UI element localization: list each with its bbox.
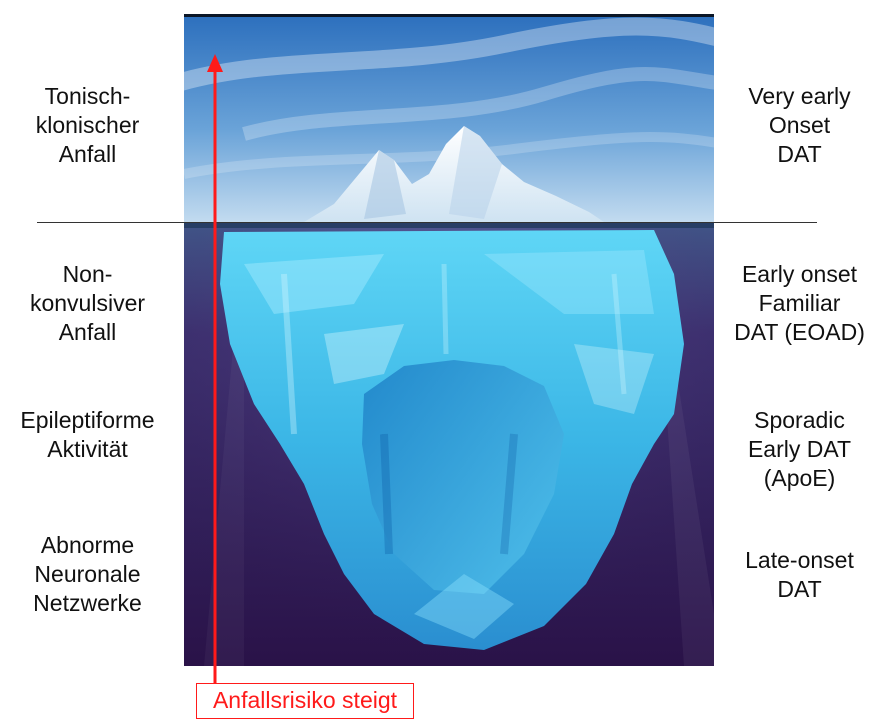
label-very-early-onset-dat: Very early Onset DAT <box>717 82 882 169</box>
iceberg-image <box>184 14 714 666</box>
seizure-risk-label: Anfallsrisiko steigt <box>196 683 414 719</box>
iceberg-illustration <box>184 14 714 666</box>
risk-arrow <box>203 52 227 684</box>
arrow-up-icon <box>207 54 223 72</box>
label-epileptiform-activity: Epileptiforme Aktivität <box>0 406 175 464</box>
label-sporadic-early-dat: Sporadic Early DAT (ApoE) <box>717 406 882 493</box>
label-early-onset-familiar-dat: Early onset Familiar DAT (EOAD) <box>717 260 882 347</box>
label-late-onset-dat: Late-onset DAT <box>717 546 882 604</box>
label-tonic-clonic-seizure: Tonisch- klonischer Anfall <box>0 82 175 169</box>
label-abnormal-neuronal-networks: Abnorme Neuronale Netzwerke <box>0 531 175 618</box>
label-nonconvulsive-seizure: Non- konvulsiver Anfall <box>0 260 175 347</box>
waterline-divider <box>37 222 817 223</box>
